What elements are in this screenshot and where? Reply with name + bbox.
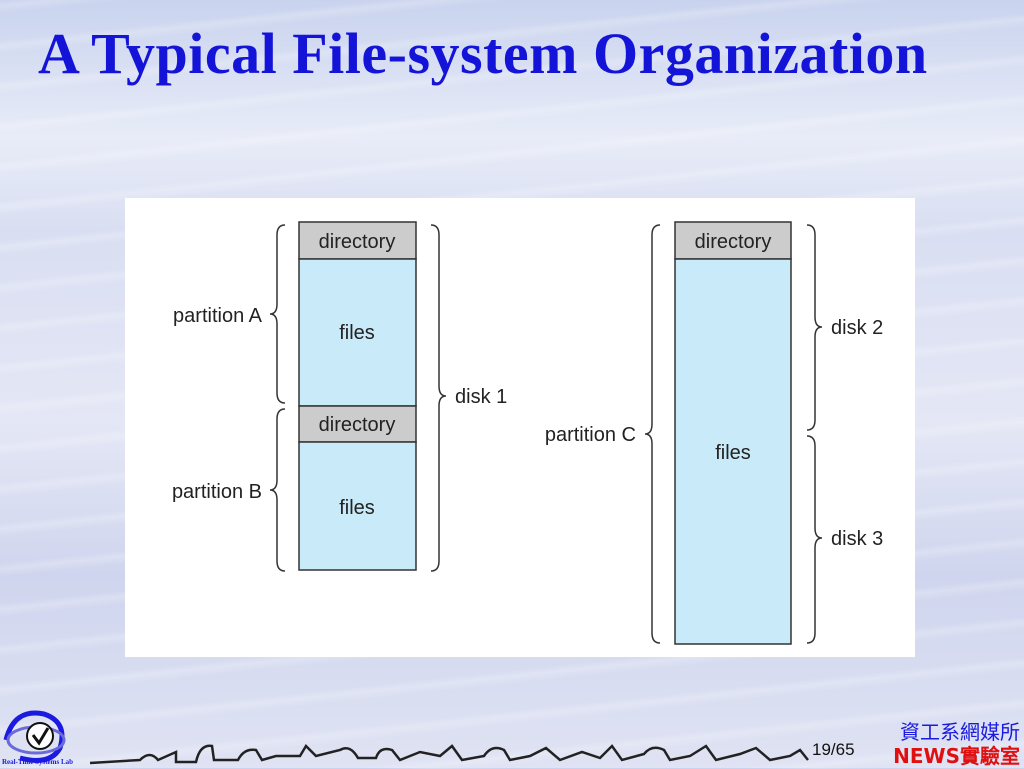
- page-total: /65: [830, 740, 855, 759]
- file-system-diagram: directory files directory files partitio…: [125, 198, 915, 657]
- disk1-column: directory files directory files partitio…: [172, 221, 507, 572]
- partition-b-files-box: [298, 441, 417, 571]
- page-number: 19/65: [812, 740, 855, 760]
- partition-c-brace: [644, 224, 661, 644]
- partition-a-label: partition A: [173, 305, 263, 327]
- partition-b-files-label: files: [339, 497, 375, 519]
- slide-title: A Typical File-system Organization: [38, 21, 928, 86]
- partition-c-files-label: files: [715, 442, 751, 464]
- disk3-brace: [806, 435, 823, 644]
- logo-caption: Real-Time Systems Lab: [2, 758, 74, 766]
- partition-a-files-box: [298, 258, 417, 407]
- disk1-brace: [430, 224, 447, 572]
- rtsl-logo-icon: [3, 710, 66, 763]
- disk23-column: directory files partition C disk 2 disk …: [545, 221, 883, 645]
- partition-c-label: partition C: [545, 424, 636, 446]
- page-current: 19: [812, 740, 831, 759]
- footer-skyline-line: [89, 743, 809, 765]
- lab-name-news: NEWS實驗室: [893, 744, 1020, 768]
- disk1-label: disk 1: [455, 386, 507, 408]
- partition-c-files-box: [674, 258, 792, 645]
- partition-a-brace: [269, 224, 286, 404]
- partition-c-directory-label: directory: [695, 231, 772, 253]
- disk2-brace: [806, 224, 823, 431]
- disk2-label: disk 2: [831, 317, 883, 339]
- partition-b-brace: [269, 408, 286, 572]
- lab-name-chinese: 資工系網媒所: [900, 720, 1020, 744]
- footer-decoration: [3, 710, 809, 765]
- partition-b-label: partition B: [172, 481, 262, 503]
- disk3-label: disk 3: [831, 528, 883, 550]
- diagram-canvas: directory files directory files partitio…: [172, 221, 883, 645]
- partition-a-files-label: files: [339, 322, 375, 344]
- partition-a-directory-box: [298, 221, 417, 260]
- partition-a-directory-label: directory: [319, 231, 396, 253]
- partition-b-directory-label: directory: [319, 414, 396, 436]
